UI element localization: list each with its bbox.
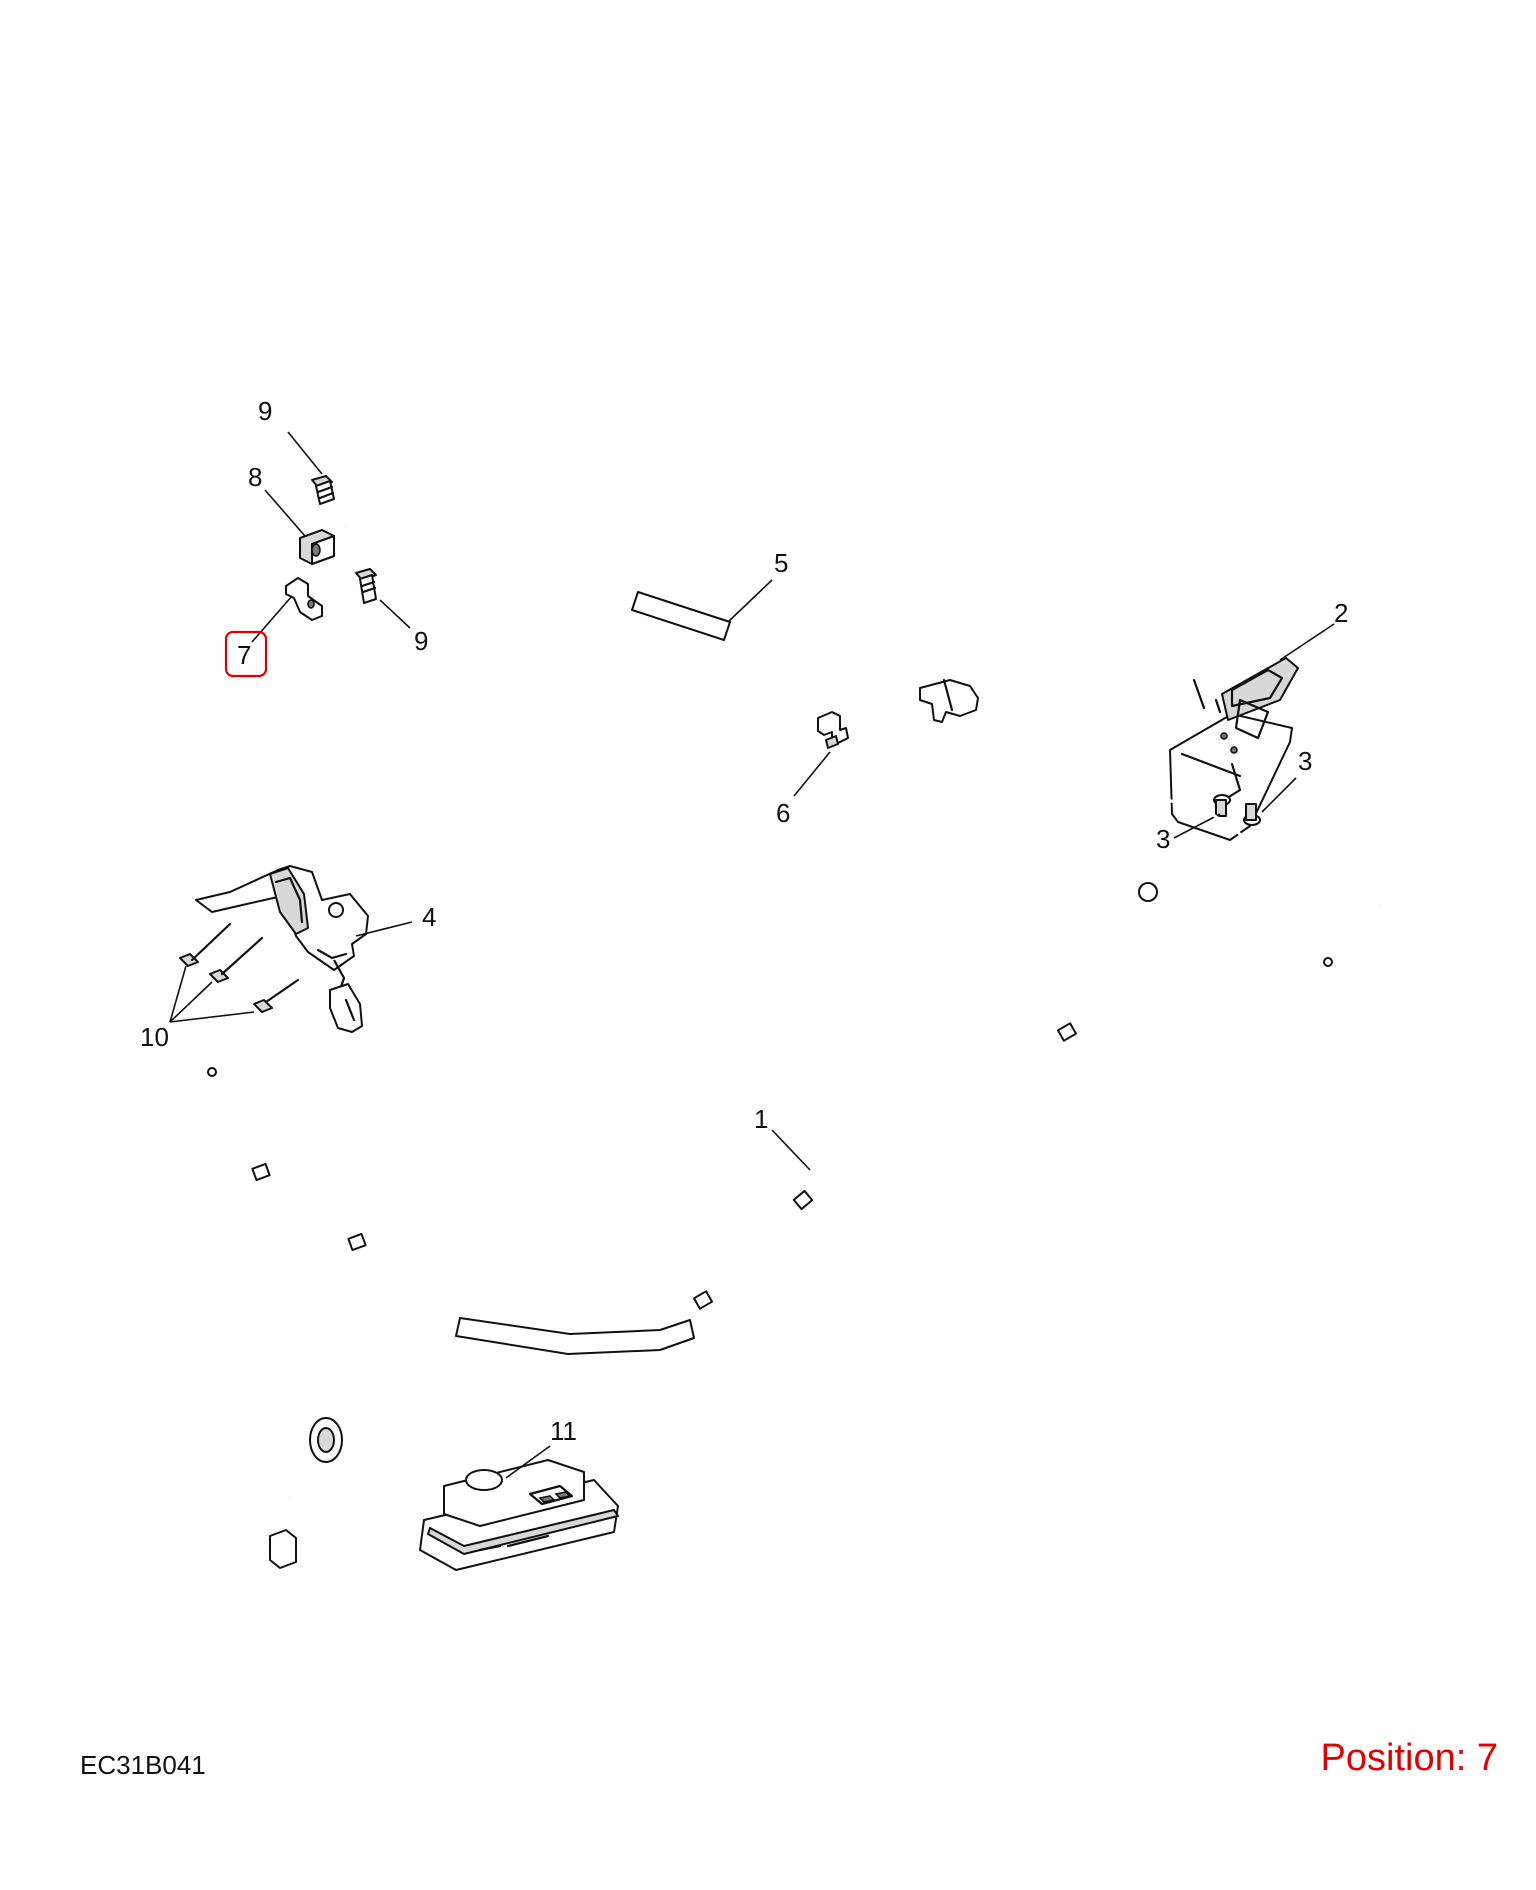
part-5-upper-cable[interactable] [345,504,979,723]
part-6-clip[interactable] [817,711,849,749]
callout-10[interactable]: 10 [140,1022,169,1052]
part-8-grommet[interactable] [299,529,335,565]
leader-1 [771,1129,811,1171]
part-11-switch-assembly[interactable] [269,1417,619,1571]
callout-7-highlight-box [224,630,268,678]
leader-9-upper [287,431,323,475]
leader-4 [355,921,413,937]
leader-6 [793,751,831,797]
callout-7[interactable]: 7 [237,640,251,670]
part-10-bolt-3[interactable] [253,978,300,1013]
leader-2 [1279,623,1335,661]
part-4-release-mechanism[interactable] [195,865,369,1033]
part-2-latch-assembly[interactable] [1169,657,1299,841]
callout-3-right[interactable]: 3 [1298,746,1312,776]
callout-5[interactable]: 5 [774,548,788,578]
leader-8 [264,489,306,537]
callout-9-lower[interactable]: 9 [414,626,428,656]
selected-position-label: Position: 7 [1320,1737,1498,1779]
part-3-screw-right[interactable] [1243,803,1261,826]
part-9-lower-bolt[interactable] [355,568,377,604]
diagram-reference-code: EC31B041 [80,1750,206,1780]
callout-2[interactable]: 2 [1334,598,1348,628]
part-3-screw-left[interactable] [1213,794,1231,817]
callout-9-upper[interactable]: 9 [258,396,272,426]
part-1-release-cable[interactable] [207,798,1382,1355]
part-9-upper-bolt[interactable] [311,475,335,505]
leader-3-left [1173,813,1221,839]
leader-9-lower [379,599,411,629]
callout-3-left[interactable]: 3 [1156,824,1170,854]
leader-7 [251,595,293,643]
leaders-10 [169,965,255,1023]
leader-3-right [1261,777,1297,813]
callout-1[interactable]: 1 [754,1104,768,1134]
callout-4[interactable]: 4 [422,902,436,932]
leader-5 [727,579,773,623]
part-10-bolt-2[interactable] [209,936,264,983]
callout-8[interactable]: 8 [248,462,262,492]
part-7-clip[interactable] [285,577,323,621]
callout-11[interactable]: 11 [550,1416,577,1446]
leader-11 [505,1445,551,1479]
callout-6[interactable]: 6 [776,798,790,828]
part-10-bolt-1[interactable] [179,922,232,967]
